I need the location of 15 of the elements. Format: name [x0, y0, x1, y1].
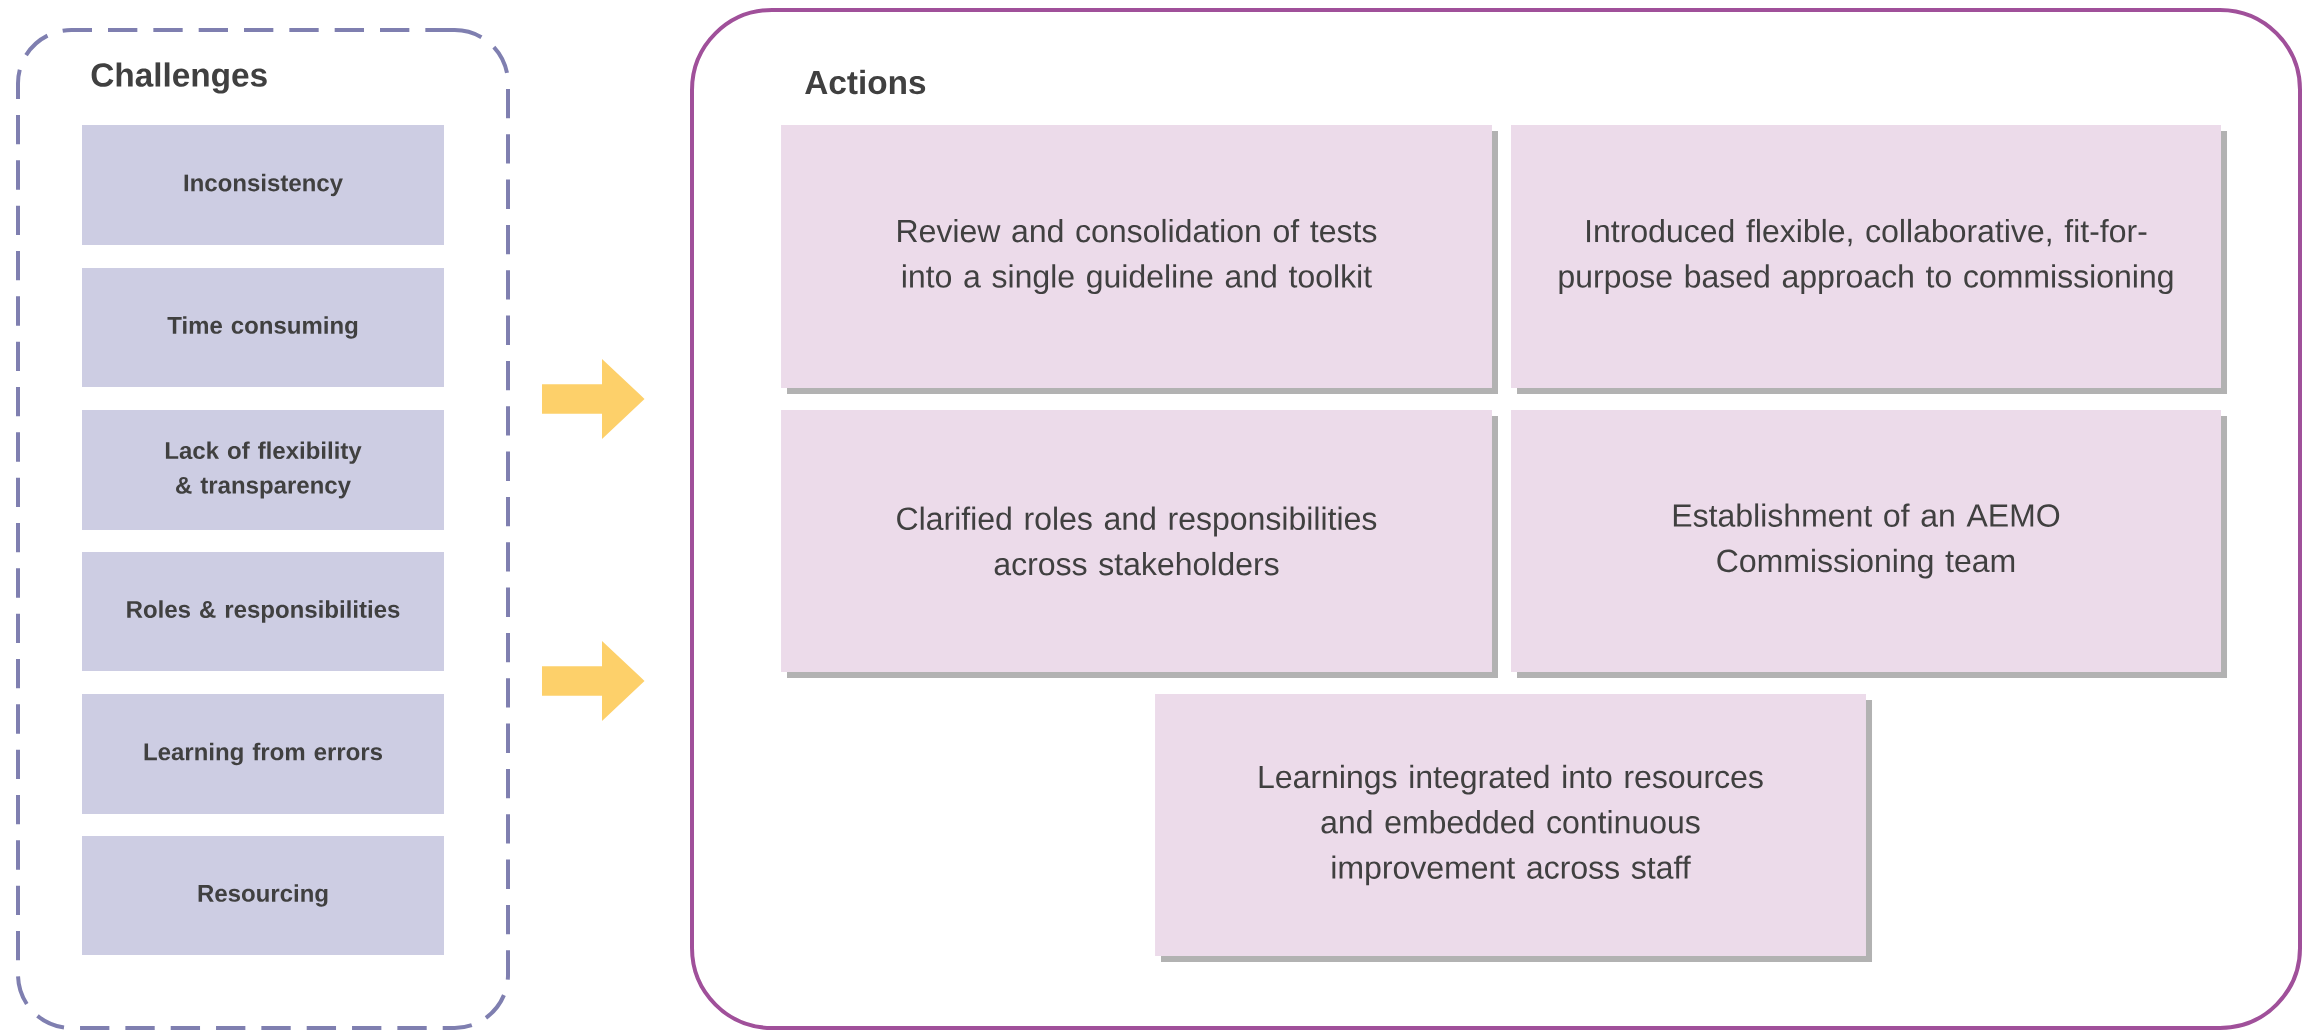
challenges-panel	[16, 28, 510, 1030]
challenge-box: Time consuming	[82, 268, 444, 387]
actions-panel	[690, 8, 2302, 1030]
action-box: Establishment of an AEMO Commissioning team	[1511, 410, 2227, 678]
challenge-box: Roles & responsibilities	[82, 552, 444, 671]
panel-heading: Challenges	[91, 62, 267, 94]
action-box: Introduced flexible, collaborative, fit-for-purpose based approach to commissioning	[1511, 125, 2227, 394]
action-box: Review and consolidation of tests into a single guideline and toolkit	[781, 125, 1498, 394]
challenge-box: Lack of flexibility & transparency	[82, 410, 444, 530]
panel-heading: Actions	[805, 69, 926, 95]
action-box: Learnings integrated into resources and embedded continuous improvement across staff	[1155, 694, 1872, 962]
challenge-box: Learning from errors	[82, 694, 444, 814]
challenge-box: Resourcing	[82, 836, 444, 955]
action-box: Clarified roles and responsibilities across stakeholders	[781, 410, 1498, 678]
challenge-box: Inconsistency	[82, 125, 444, 245]
